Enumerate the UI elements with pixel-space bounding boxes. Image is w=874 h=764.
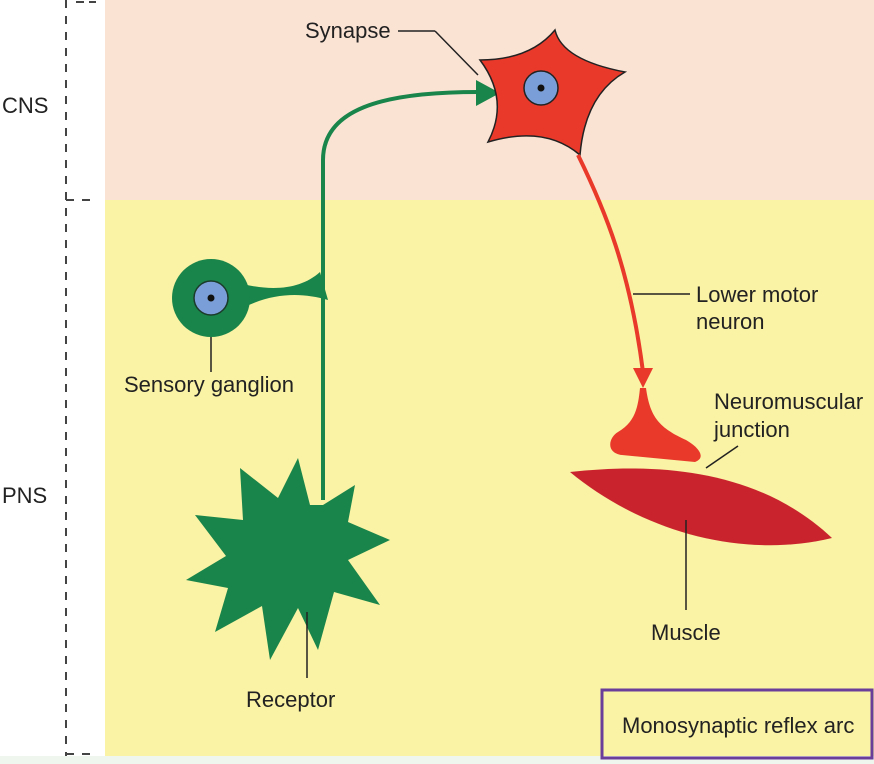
bottom-band — [0, 756, 874, 764]
neuromuscular-junction-label-1: Neuromuscular — [714, 389, 863, 414]
motor-nucleolus — [537, 84, 545, 92]
lower-motor-neuron-label-1: Lower motor — [696, 282, 818, 307]
pns-label: PNS — [2, 483, 47, 508]
sensory-axon — [321, 90, 479, 500]
synapse-label: Synapse — [305, 18, 391, 43]
caption-text: Monosynaptic reflex arc — [622, 713, 854, 738]
receptor-label: Receptor — [246, 687, 335, 712]
motor-axon — [576, 154, 645, 373]
neuromuscular-junction-label-2: junction — [713, 417, 790, 442]
cns-label: CNS — [2, 93, 48, 118]
motor-arrowhead — [633, 368, 653, 388]
ganglion-nucleolus — [207, 294, 215, 302]
muscle-shape — [570, 468, 832, 546]
lower-motor-neuron-label-2: neuron — [696, 309, 765, 334]
nmj-leader — [705, 445, 739, 469]
receptor-star — [186, 458, 390, 660]
cns-region — [105, 0, 874, 200]
caption-box — [600, 688, 874, 760]
axon-terminal — [610, 388, 701, 462]
synapse-leader-diag — [434, 30, 479, 76]
sensory-ganglion-label: Sensory ganglion — [124, 372, 294, 397]
sensory-arrowhead — [476, 80, 500, 106]
muscle-label: Muscle — [651, 620, 721, 645]
ganglion-stalk — [235, 272, 328, 312]
